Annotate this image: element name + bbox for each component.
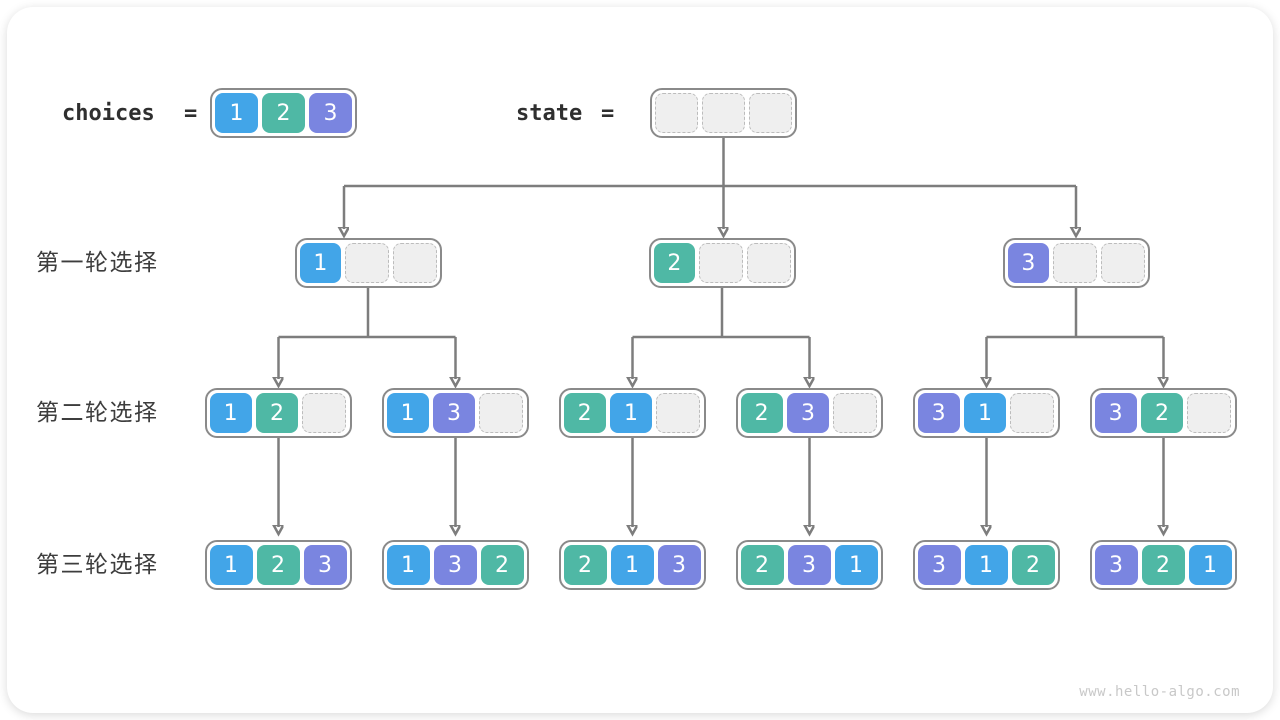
state-node — [650, 88, 797, 138]
state-slot-filled: 3 — [657, 545, 701, 585]
state-slot-filled: 2 — [480, 545, 524, 585]
state-slot-filled: 2 — [262, 93, 305, 133]
state-slot-filled: 2 — [563, 393, 606, 433]
state-slot-filled: 3 — [1007, 243, 1050, 283]
state-node: 1 — [294, 238, 442, 288]
state-slot-empty — [702, 93, 745, 133]
state-slot-empty — [479, 393, 524, 433]
state-slot-filled: 2 — [1011, 545, 1055, 585]
state-slot-filled: 3 — [433, 545, 477, 585]
state-slot-filled: 1 — [1188, 545, 1232, 585]
state-slot-filled: 2 — [740, 393, 783, 433]
state-slot-filled: 3 — [303, 545, 347, 585]
state-slot-filled: 1 — [963, 393, 1007, 433]
state-slot-filled: 2 — [653, 243, 696, 283]
state-slot-filled: 3 — [309, 93, 352, 133]
state-slot-empty — [302, 393, 347, 433]
round-1-states: 1 2 3 — [294, 238, 1150, 288]
state-slot-filled: 1 — [209, 393, 252, 433]
state-slot-filled: 1 — [209, 545, 253, 585]
state-slot-filled: 3 — [786, 393, 830, 433]
state-slot-filled: 1 — [386, 393, 429, 433]
state-slot-filled: 1 — [215, 93, 258, 133]
round-1-label: 第一轮选择 — [36, 250, 159, 276]
state-slot-empty — [1010, 393, 1055, 433]
state-label: state — [516, 100, 583, 126]
choices-label: choices — [62, 100, 155, 126]
state-slot-filled: 3 — [1094, 545, 1138, 585]
state-slot-filled: 2 — [256, 545, 300, 585]
state-array — [650, 88, 797, 138]
state-slot-filled: 3 — [917, 545, 961, 585]
state-slot-filled: 2 — [1140, 393, 1184, 433]
state-slot-filled: 3 — [787, 545, 831, 585]
equals-sign: = — [184, 100, 198, 126]
state-slot-empty — [345, 243, 389, 283]
state-slot-filled: 2 — [1141, 545, 1185, 585]
state-slot-filled: 1 — [610, 545, 654, 585]
state-slot-empty — [1187, 393, 1232, 433]
state-slot-filled: 1 — [386, 545, 430, 585]
state-slot-empty — [699, 243, 743, 283]
round-2-label: 第二轮选择 — [36, 400, 159, 426]
state-slot-empty — [655, 93, 698, 133]
state-slot-filled: 2 — [563, 545, 607, 585]
round-3-label: 第三轮选择 — [36, 552, 159, 578]
state-node: 2 — [648, 238, 796, 288]
state-slot-empty — [746, 243, 791, 283]
state-slot-filled: 3 — [917, 393, 960, 433]
state-slot-filled: 3 — [432, 393, 476, 433]
state-slot-empty — [833, 393, 878, 433]
state-slot-filled: 1 — [964, 545, 1008, 585]
state-slot-filled: 2 — [740, 545, 784, 585]
state-slot-empty — [656, 393, 701, 433]
equals-sign: = — [601, 100, 615, 126]
state-slot-filled: 2 — [255, 393, 299, 433]
state-node: 3 — [1002, 238, 1150, 288]
state-slot-empty — [1100, 243, 1145, 283]
state-slot-filled: 1 — [299, 243, 342, 283]
watermark: www.hello-algo.com — [1079, 684, 1240, 700]
state-slot-filled: 1 — [834, 545, 878, 585]
state-slot-filled: 1 — [609, 393, 653, 433]
state-slot-empty — [1053, 243, 1097, 283]
state-slot-empty — [392, 243, 437, 283]
state-slot-empty — [749, 93, 792, 133]
state-slot-filled: 3 — [1094, 393, 1137, 433]
